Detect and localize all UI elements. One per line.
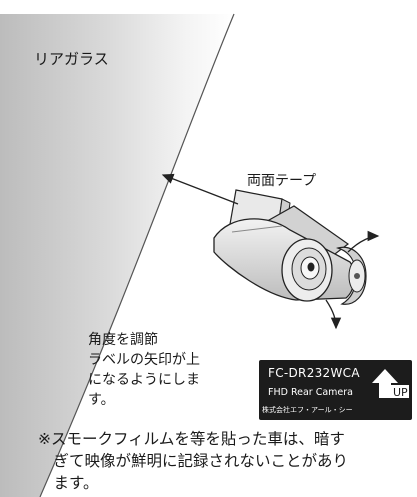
angle-adjust-line: になるようにしま (88, 372, 200, 388)
rear-camera (213, 205, 367, 305)
angle-adjust-line: 角度を調節 (88, 332, 158, 348)
camera-product-label: FC-DR232WCA FHD Rear Camera 株式会社エフ・アール・シ… (259, 360, 412, 420)
rotate-down-arrow (325, 299, 342, 330)
rear-glass (0, 14, 234, 497)
up-text: UP (393, 386, 408, 399)
maker-name: 株式会社エフ・アール・シー (262, 406, 353, 414)
tape-pointer-arrow (161, 173, 239, 205)
model-number: FC-DR232WCA (268, 366, 360, 380)
smoke-film-note: ※スモークフィルムを等を貼った車は、暗す ぎて映像が鮮明に記録されないことがあり… (38, 428, 348, 494)
up-arrow-icon: UP (372, 369, 409, 399)
angle-adjust-line: ラベルの矢印が上 (88, 352, 200, 368)
note-line: ぎて映像が鮮明に記録されないことがあり (38, 452, 349, 470)
rotate-up-arrow (347, 230, 380, 253)
rear-glass-label: リアガラス (34, 50, 109, 68)
product-name: FHD Rear Camera (268, 387, 353, 398)
tape-label: 両面テープ (247, 173, 317, 189)
note-line: ※スモークフィルムを等を貼った車は、暗す (38, 430, 345, 448)
note-line: ます。 (38, 474, 99, 492)
angle-adjust-line: す。 (88, 392, 115, 408)
angle-adjust-text: 角度を調節 ラベルの矢印が上 になるようにしま す。 (88, 330, 200, 410)
